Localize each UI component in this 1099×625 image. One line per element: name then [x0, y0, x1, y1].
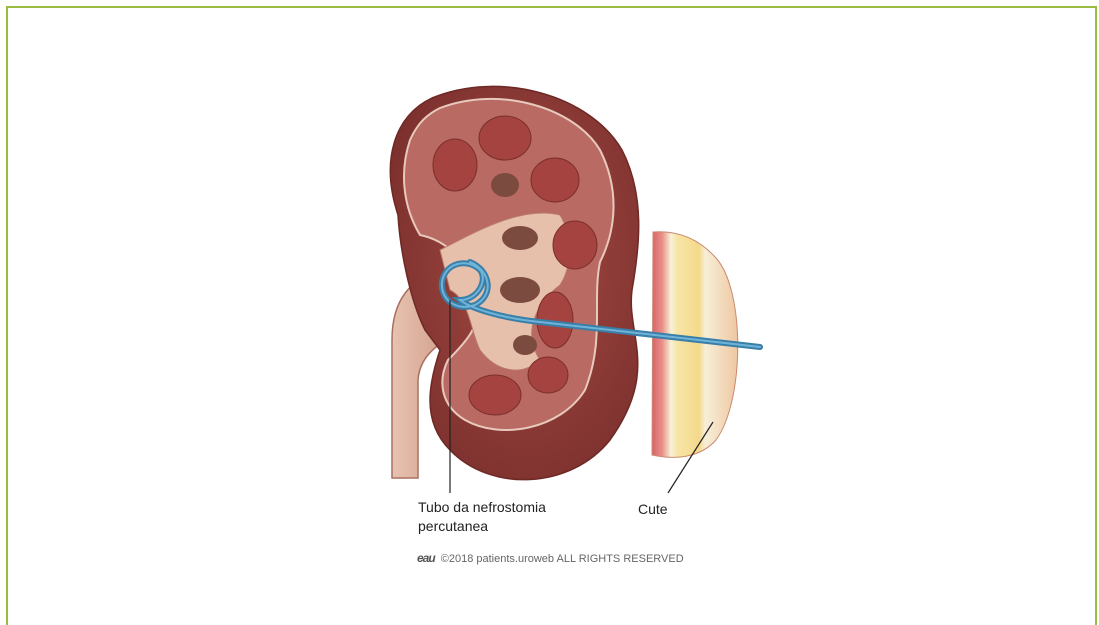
- calyx: [502, 226, 538, 250]
- pyramid: [433, 139, 477, 191]
- tube-label-line2: percutanea: [418, 517, 546, 536]
- eau-logo: eau: [417, 551, 435, 565]
- pyramid: [479, 116, 531, 160]
- pyramid: [469, 375, 521, 415]
- copyright-text: ©2018 patients.uroweb ALL RIGHTS RESERVE…: [441, 553, 684, 565]
- calyx: [491, 173, 519, 197]
- calyx: [513, 335, 537, 355]
- pyramid: [531, 158, 579, 202]
- pyramid: [553, 221, 597, 269]
- skin-label: Cute: [638, 500, 668, 519]
- tube-label-line1: Tubo da nefrostomia: [418, 498, 546, 517]
- pyramid: [528, 357, 568, 393]
- copyright-footer: eau ©2018 patients.uroweb ALL RIGHTS RES…: [417, 551, 684, 565]
- tube-label: Tubo da nefrostomia percutanea: [418, 498, 546, 536]
- calyx: [500, 277, 540, 303]
